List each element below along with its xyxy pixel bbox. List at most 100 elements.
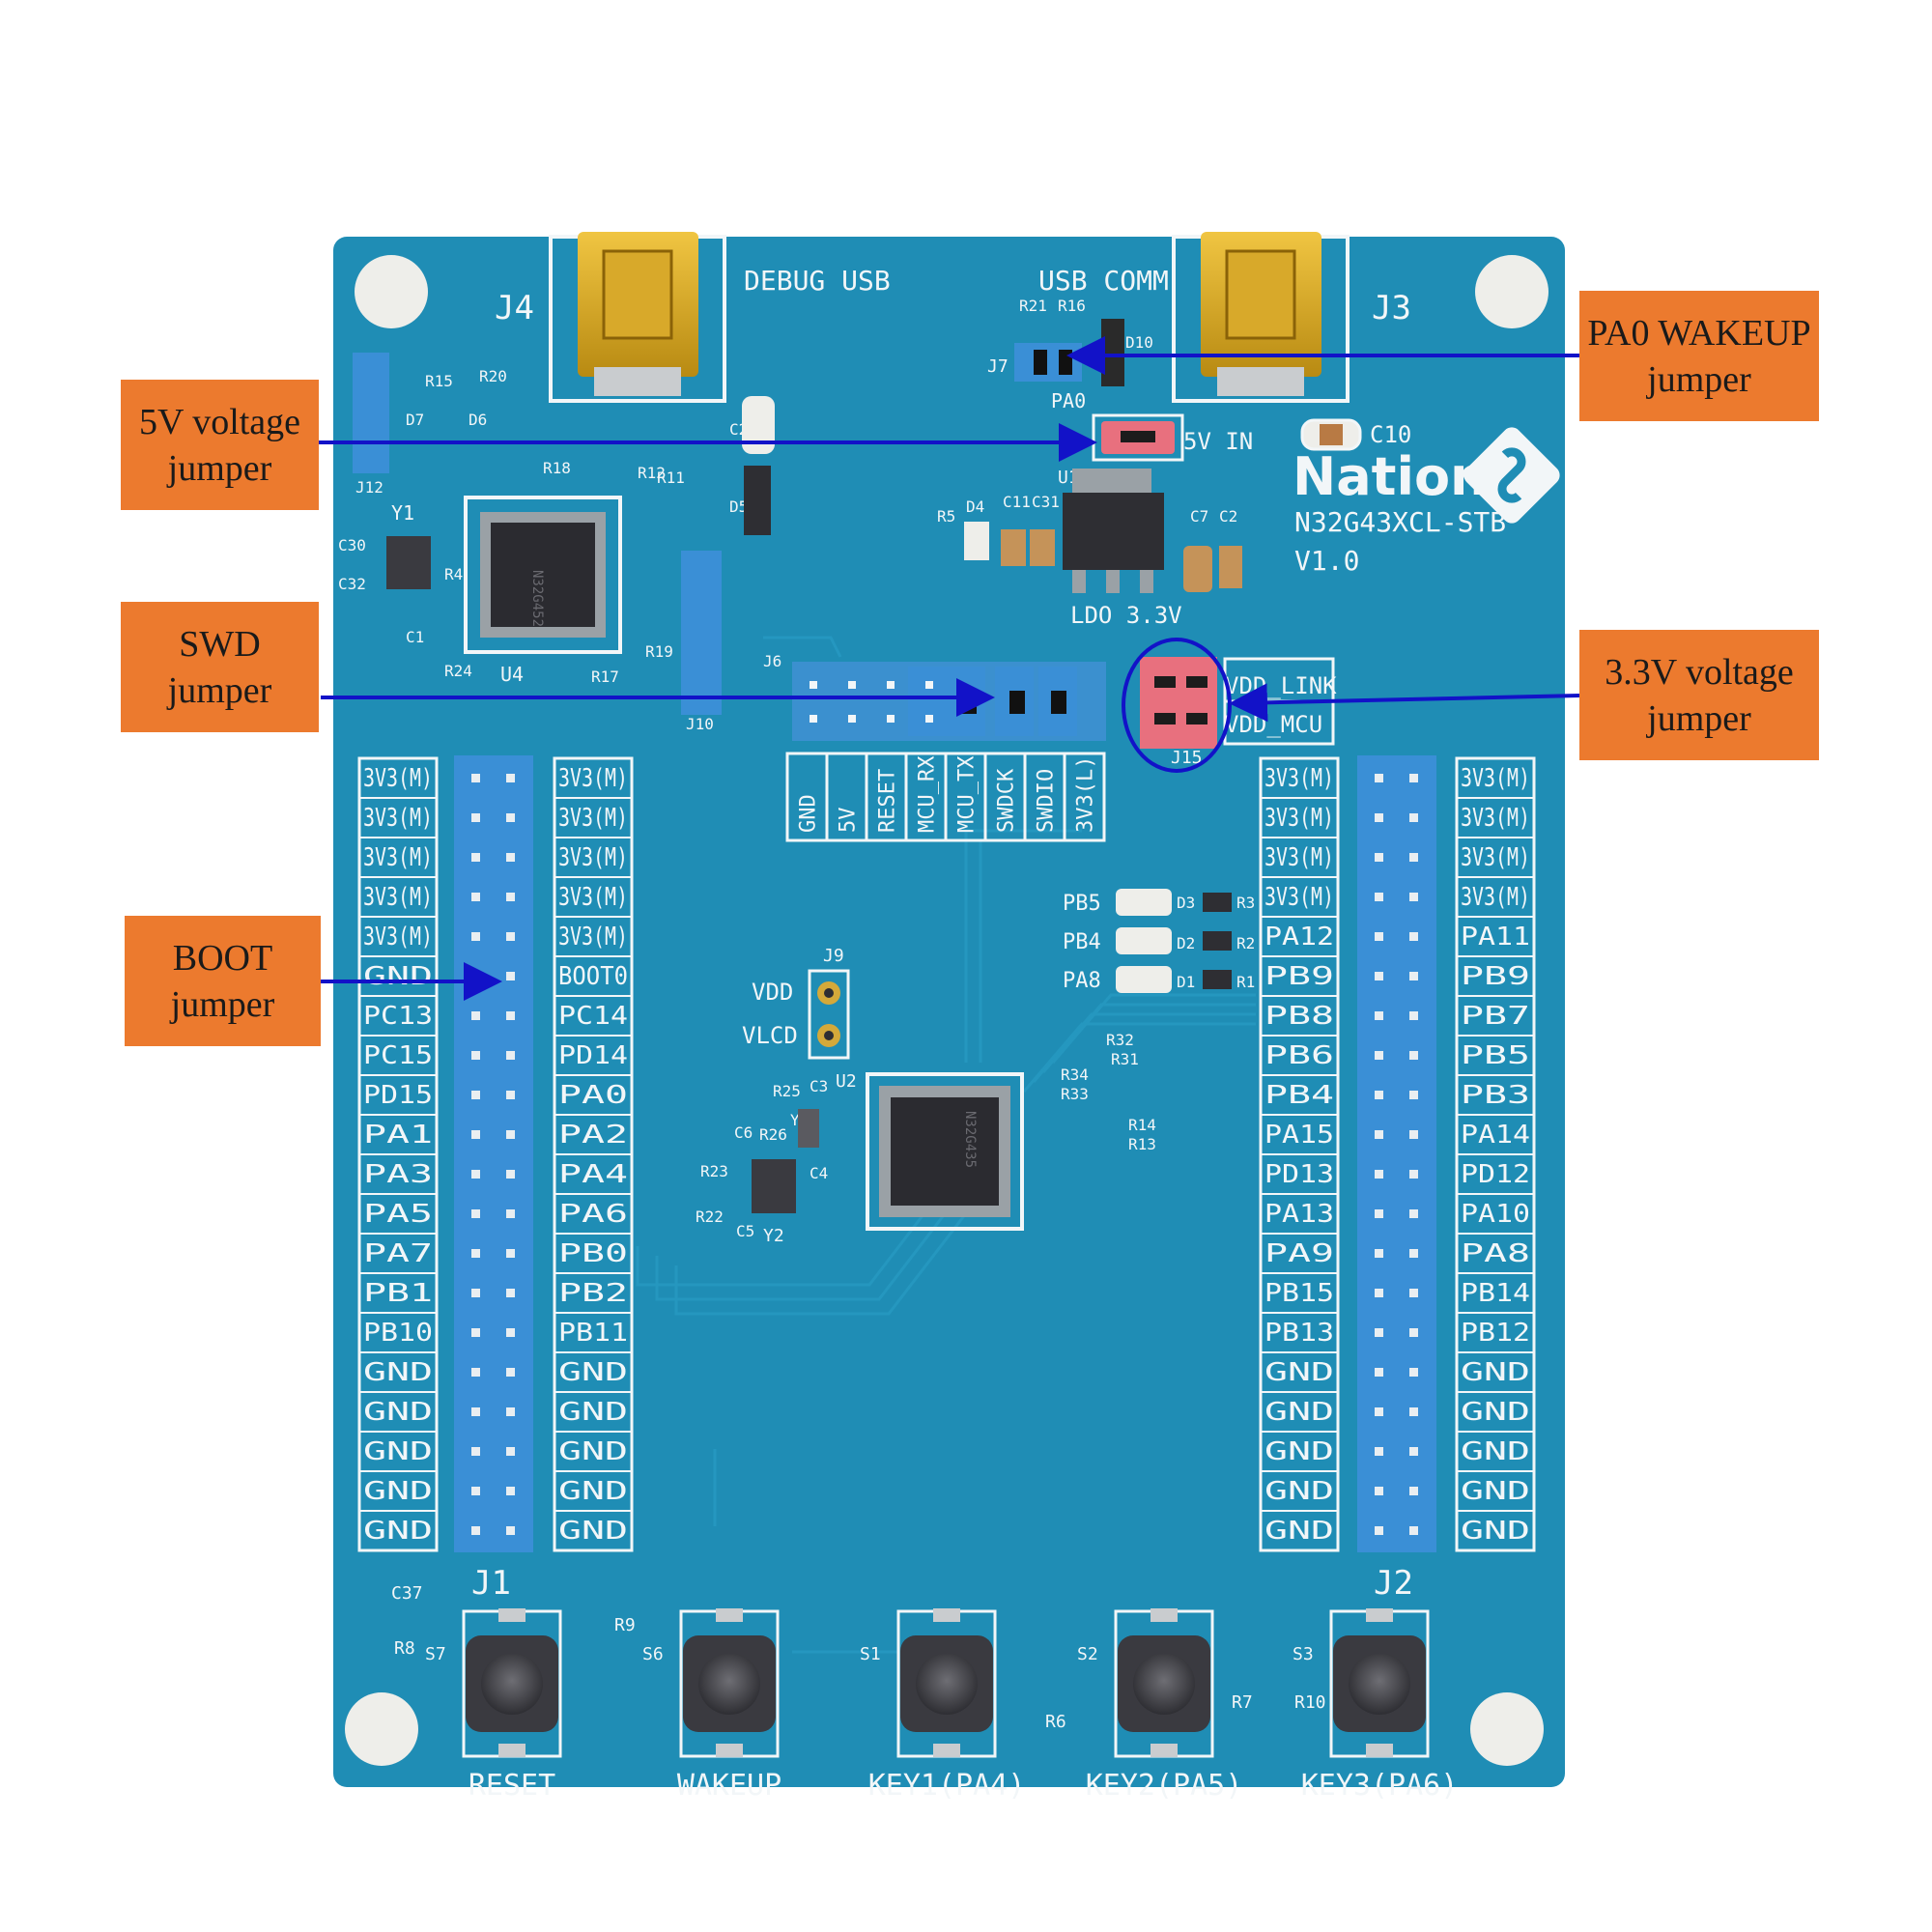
pin-label: PA6: [558, 1200, 628, 1229]
vdd-link-label: VDD_LINK: [1225, 672, 1337, 699]
pin-label: GND: [1461, 1358, 1530, 1387]
j2-pin: [1375, 774, 1383, 782]
c31-label: C31: [1032, 493, 1060, 511]
y1-crystal: [386, 536, 431, 589]
j2-pin: [1409, 853, 1418, 862]
c7-label: C7: [1190, 507, 1208, 526]
j3-designator: J3: [1372, 289, 1411, 327]
brand-logo-text: Nation: [1293, 446, 1488, 507]
j1-pin: [471, 774, 480, 782]
j4-designator: J4: [495, 289, 534, 327]
pin-label: PB14: [1461, 1279, 1530, 1308]
d3-label: D3: [1177, 894, 1195, 912]
pin-label: PB0: [558, 1239, 628, 1268]
j2-pin: [1409, 1487, 1418, 1495]
j2-pin: [1375, 1091, 1383, 1099]
r4-label: R4: [444, 565, 463, 583]
vdd-label: VDD: [752, 979, 793, 1006]
pin-label: PA3: [363, 1160, 433, 1189]
c6-label: C6: [734, 1123, 753, 1142]
j2-designator: J2: [1374, 1564, 1413, 1603]
j2-pin: [1375, 1011, 1383, 1020]
c11-label: C11: [1003, 493, 1031, 511]
swd-jumper-block: [792, 662, 1106, 741]
pin-label: PB4: [1264, 1081, 1334, 1110]
r14-label: R14: [1128, 1116, 1156, 1134]
callout-5v-line2: jumper: [167, 447, 272, 489]
j2-pin: [1409, 972, 1418, 980]
u4-label: U4: [500, 663, 524, 686]
pin-label: PB9: [1264, 962, 1334, 991]
r17-label: R17: [591, 668, 619, 686]
button-label: KEY2(PA5): [1086, 1769, 1243, 1803]
r34-label: R34: [1061, 1065, 1089, 1084]
j1-pin: [471, 1130, 480, 1139]
d10-diode: [1101, 319, 1124, 386]
led-label-pb5: PB5: [1063, 892, 1101, 916]
pin-label: PD13: [1264, 1160, 1334, 1189]
d7-label: D7: [406, 411, 424, 429]
button-label: WAKEUP: [677, 1769, 781, 1803]
j2-pin: [1409, 893, 1418, 901]
pin-label: 3V3(M): [363, 764, 433, 793]
j7-pa0-jumper: [1014, 343, 1082, 382]
j1-pin: [471, 1328, 480, 1337]
j1-pin: [471, 972, 480, 980]
led-indicators: [1116, 889, 1232, 993]
j1-pin: [506, 1249, 515, 1258]
r7-label: R7: [1232, 1692, 1253, 1713]
j2-pin: [1409, 1091, 1418, 1099]
j1-pin: [506, 1447, 515, 1456]
j1-pin: [471, 1526, 480, 1535]
pin-label: GND: [558, 1358, 628, 1387]
pin-label: PB8: [1264, 1002, 1334, 1031]
j15-label: J15: [1171, 748, 1203, 768]
pin-label: PB12: [1461, 1319, 1530, 1348]
j1-pin: [506, 1091, 515, 1099]
y2-crystal: [752, 1159, 796, 1213]
pin-label: PC13: [363, 1002, 433, 1031]
j2-pin: [1375, 1407, 1383, 1416]
button-label: RESET: [469, 1769, 555, 1803]
pin-label: 3V3(M): [363, 843, 433, 872]
debug-usb-label: DEBUG USB: [744, 265, 891, 297]
pin-label: GND: [363, 1517, 433, 1546]
c7-capacitor: [1183, 546, 1212, 592]
button-terminal: [716, 1608, 743, 1622]
r21-label: R21: [1019, 297, 1047, 315]
pin-label: GND: [363, 1358, 433, 1387]
j1-pin: [471, 1011, 480, 1020]
j2-pin: [1375, 1328, 1383, 1337]
pin-label: GND: [1461, 1477, 1530, 1506]
r5-label: R5: [937, 507, 955, 526]
pin-label: GND: [558, 1517, 628, 1546]
ldo-regulator: [1063, 469, 1164, 593]
vlcd-label: VLCD: [742, 1022, 798, 1049]
button-terminal: [716, 1744, 743, 1757]
j1-pin: [471, 853, 480, 862]
callout-pa0-line2: jumper: [1647, 358, 1751, 400]
u4-mcu-chip: [464, 496, 622, 654]
button-terminal: [498, 1608, 526, 1622]
j2-pin: [1375, 1526, 1383, 1535]
j1-pin: [471, 1170, 480, 1179]
r16-label: R16: [1058, 297, 1086, 315]
r32-label: R32: [1106, 1031, 1134, 1049]
pin-label: PD14: [558, 1041, 628, 1070]
button-ref: S6: [642, 1644, 664, 1664]
pin-label: PD12: [1461, 1160, 1530, 1189]
pin-label: PA2: [558, 1121, 628, 1150]
button-label: KEY3(PA6): [1301, 1769, 1459, 1803]
pin-label: GND: [363, 1437, 433, 1466]
swd-header-pins: [810, 681, 933, 723]
d5-label: D5: [729, 497, 748, 516]
pin-label: GND: [1264, 1517, 1334, 1546]
pin-label-column-j2-right: 3V3(M)3V3(M)3V3(M)3V3(M)PA11PB9PB7PB5PB3…: [1455, 756, 1536, 1552]
pin-label: GND: [1264, 1398, 1334, 1427]
pin-label: PB9: [1461, 962, 1530, 991]
r18-label: R18: [543, 459, 571, 477]
